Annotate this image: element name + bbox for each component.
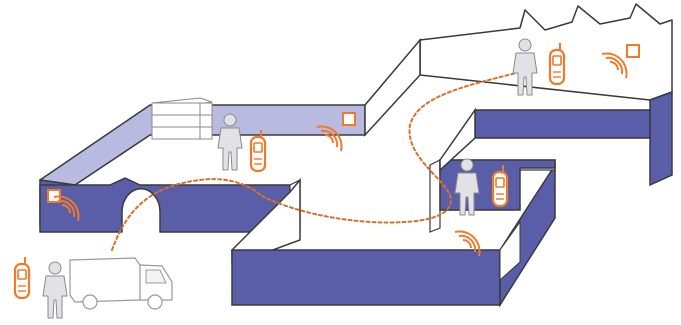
- wireless-tag-icon: [47, 189, 80, 222]
- worker-person-icon: [42, 261, 68, 319]
- wireless-tag-icon: [601, 44, 640, 79]
- delivery-truck-icon: [69, 257, 173, 310]
- mobile-reader-icon: [13, 255, 31, 300]
- mobile-reader-icon: [249, 128, 267, 173]
- upper-right-wall: [439, 107, 651, 172]
- lower-wall: [231, 162, 556, 308]
- factory-building: [419, 3, 673, 187]
- storage-shelves: [151, 97, 213, 140]
- movement-path: [111, 71, 521, 251]
- wireless-tag-icon: [316, 112, 356, 152]
